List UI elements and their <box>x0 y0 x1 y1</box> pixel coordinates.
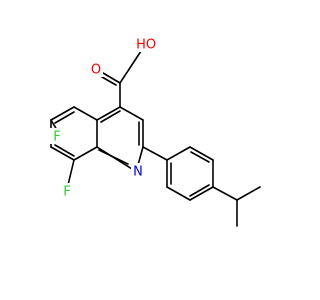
bond-line <box>98 149 129 165</box>
bond-line <box>190 151 210 163</box>
bond-layer <box>50 44 261 227</box>
bond-line <box>67 159 75 186</box>
bond-line <box>73 106 98 121</box>
fluorine-8-label: F <box>63 185 70 200</box>
hydroxyl-hydrogen-label: H <box>136 38 146 53</box>
bond-line <box>73 146 98 161</box>
bond-line <box>119 106 144 121</box>
bond-line <box>212 186 238 201</box>
bond-line <box>96 106 121 121</box>
bond-line <box>189 146 214 161</box>
hydroxyl-oxygen-label: O <box>146 38 156 53</box>
atom-label-layer: H O O N F F <box>50 36 157 200</box>
bond-line <box>166 186 191 201</box>
ring-nitrogen-label: N <box>133 165 143 180</box>
bond-line <box>189 186 214 201</box>
bond-line <box>142 146 168 161</box>
bond-line <box>50 106 75 121</box>
fluorine-6-label: F <box>53 130 60 145</box>
bond-line <box>54 111 75 124</box>
bond-line <box>100 110 121 123</box>
bond-line <box>54 144 75 157</box>
bond-line <box>166 146 191 161</box>
molecule-structure-diagram: H O O N F F <box>50 36 261 227</box>
carbonyl-oxygen-label: O <box>91 63 101 78</box>
bond-line <box>236 186 261 201</box>
bond-line <box>137 146 144 166</box>
bond-line <box>50 146 75 161</box>
bond-line <box>189 184 210 197</box>
